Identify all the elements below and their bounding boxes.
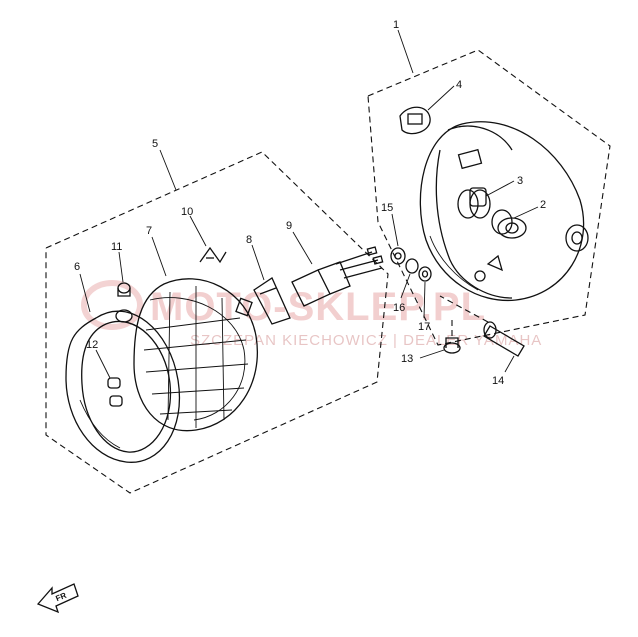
front-direction-arrow-icon: FR [36, 583, 79, 614]
grommet-part-3 [457, 189, 491, 219]
part-number-11: 11 [111, 241, 122, 253]
washer-part-16 [405, 258, 419, 274]
leader-10 [189, 215, 207, 247]
part-number-10: 10 [181, 206, 193, 218]
leader-14 [504, 355, 515, 373]
spring-clip-part-10 [199, 246, 227, 264]
leader-9 [292, 231, 313, 265]
bolt-axis-14 [439, 295, 489, 323]
leader-2 [513, 206, 539, 219]
assembly-5-boundary [45, 151, 389, 494]
part-number-labels: 1 2 3 4 5 6 7 8 9 10 11 12 13 14 15 16 1… [74, 19, 546, 387]
headlight-housing-icon [419, 121, 589, 302]
part-number-14: 14 [492, 375, 504, 387]
part-number-9: 9 [286, 220, 292, 232]
watermark: MOTO-SKLEP.PL SZCZEPAN KIECHOWICZ | DEAL… [81, 280, 542, 349]
part-number-3: 3 [517, 175, 523, 187]
watermark-brand: MOTO-SKLEP.PL [150, 285, 486, 329]
leader-1 [397, 29, 414, 74]
part-number-7: 7 [146, 225, 152, 237]
leader-3 [485, 180, 515, 197]
part-number-5: 5 [152, 138, 158, 150]
part-number-13: 13 [401, 353, 413, 365]
part-number-2: 2 [540, 199, 546, 211]
part-number-12: 12 [86, 339, 98, 351]
part-number-17: 17 [418, 321, 430, 333]
bolt-part-14 [483, 321, 525, 357]
leader-7 [151, 236, 167, 277]
bulb-socket-icon [291, 246, 384, 307]
part-number-4: 4 [456, 79, 462, 91]
leader-12 [95, 349, 111, 379]
leader-8 [251, 244, 265, 281]
watermark-logo-ring [81, 280, 143, 330]
headlight-rim-icon [65, 282, 180, 463]
part-number-15: 15 [381, 202, 393, 214]
leader-16 [400, 273, 411, 299]
part-number-1: 1 [393, 19, 399, 31]
part-number-6: 6 [74, 261, 80, 273]
part-number-16: 16 [393, 302, 405, 314]
grommet-part-2 [491, 209, 513, 235]
leader-15 [391, 213, 399, 247]
grommet-part-4 [399, 106, 431, 135]
leader-4 [427, 85, 455, 111]
watermark-dealer-line: SZCZEPAN KIECHOWICZ | DEALER YAMAHA [190, 332, 542, 349]
part-number-8: 8 [246, 234, 252, 246]
leader-13 [419, 349, 445, 359]
screw-part-13 [443, 337, 461, 354]
leader-17 [423, 281, 426, 319]
leader-6 [79, 273, 91, 313]
lens-unit-icon [133, 278, 258, 432]
nut-part-15 [390, 247, 406, 265]
leader-11 [118, 251, 124, 283]
bulb-part-8 [253, 277, 291, 325]
washer-part-17 [418, 266, 432, 282]
assembly-1-boundary [367, 49, 611, 346]
leader-5 [159, 149, 177, 191]
front-arrow-label: FR [54, 591, 67, 603]
